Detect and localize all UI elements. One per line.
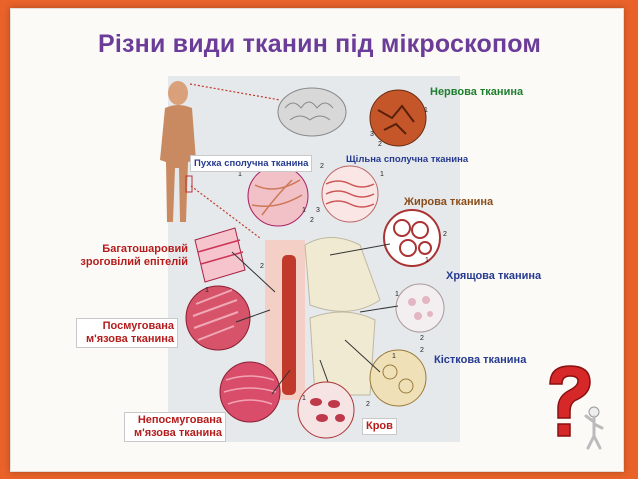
tissue-smooth	[219, 361, 281, 423]
svg-text:2: 2	[420, 347, 424, 354]
label-blood: Кров	[362, 418, 397, 435]
svg-text:2: 2	[260, 263, 264, 270]
svg-text:1: 1	[238, 171, 242, 178]
pointer-lines	[231, 243, 399, 395]
svg-text:1: 1	[425, 257, 429, 264]
svg-text:1: 1	[392, 353, 396, 360]
svg-text:1: 1	[395, 291, 399, 298]
label-dense: Щільна сполучна тканина	[346, 154, 469, 165]
label-bone: Кісткова тканина	[434, 354, 527, 366]
tissue-striated	[185, 285, 251, 351]
question-mark-icon	[549, 365, 604, 450]
svg-text:3: 3	[316, 207, 320, 214]
leader-lines	[189, 83, 281, 239]
tissue-loose	[247, 165, 309, 227]
human-figure	[160, 81, 196, 222]
label-loose: Пухка сполучна тканина	[190, 155, 313, 172]
svg-text:1: 1	[380, 171, 384, 178]
label-fat: Жирова тканина	[404, 196, 494, 208]
tissue-epithelium	[194, 227, 246, 283]
tissue-fat	[383, 209, 441, 267]
tissue-blood	[297, 381, 355, 439]
joint-illustration	[265, 237, 381, 400]
svg-text:2: 2	[420, 335, 424, 342]
svg-text:2: 2	[320, 163, 324, 170]
tissue-dense	[321, 165, 379, 223]
svg-text:1: 1	[205, 287, 209, 294]
brain-illustration	[277, 87, 347, 137]
page-title: Різни види тканин під мікроскопом	[98, 30, 542, 58]
figure-marker	[185, 175, 193, 193]
tissue-bone	[369, 349, 427, 407]
svg-text:2: 2	[378, 141, 382, 148]
tissue-nervous	[369, 89, 427, 147]
label-cartilage: Хрящова тканина	[446, 270, 542, 282]
svg-text:1: 1	[302, 395, 306, 402]
number-markers: 1 3 2 1 2 1 2 3 1 2 1 2 1 1 2 1 2 1 2	[205, 107, 447, 408]
svg-text:1: 1	[302, 207, 306, 214]
tissue-cartilage	[395, 283, 445, 333]
svg-text:2: 2	[310, 217, 314, 224]
svg-text:2: 2	[443, 231, 447, 238]
svg-text:3: 3	[370, 131, 374, 138]
label-nervous: Нервова тканина	[430, 86, 524, 98]
svg-text:2: 2	[366, 401, 370, 408]
svg-text:1: 1	[424, 107, 428, 114]
